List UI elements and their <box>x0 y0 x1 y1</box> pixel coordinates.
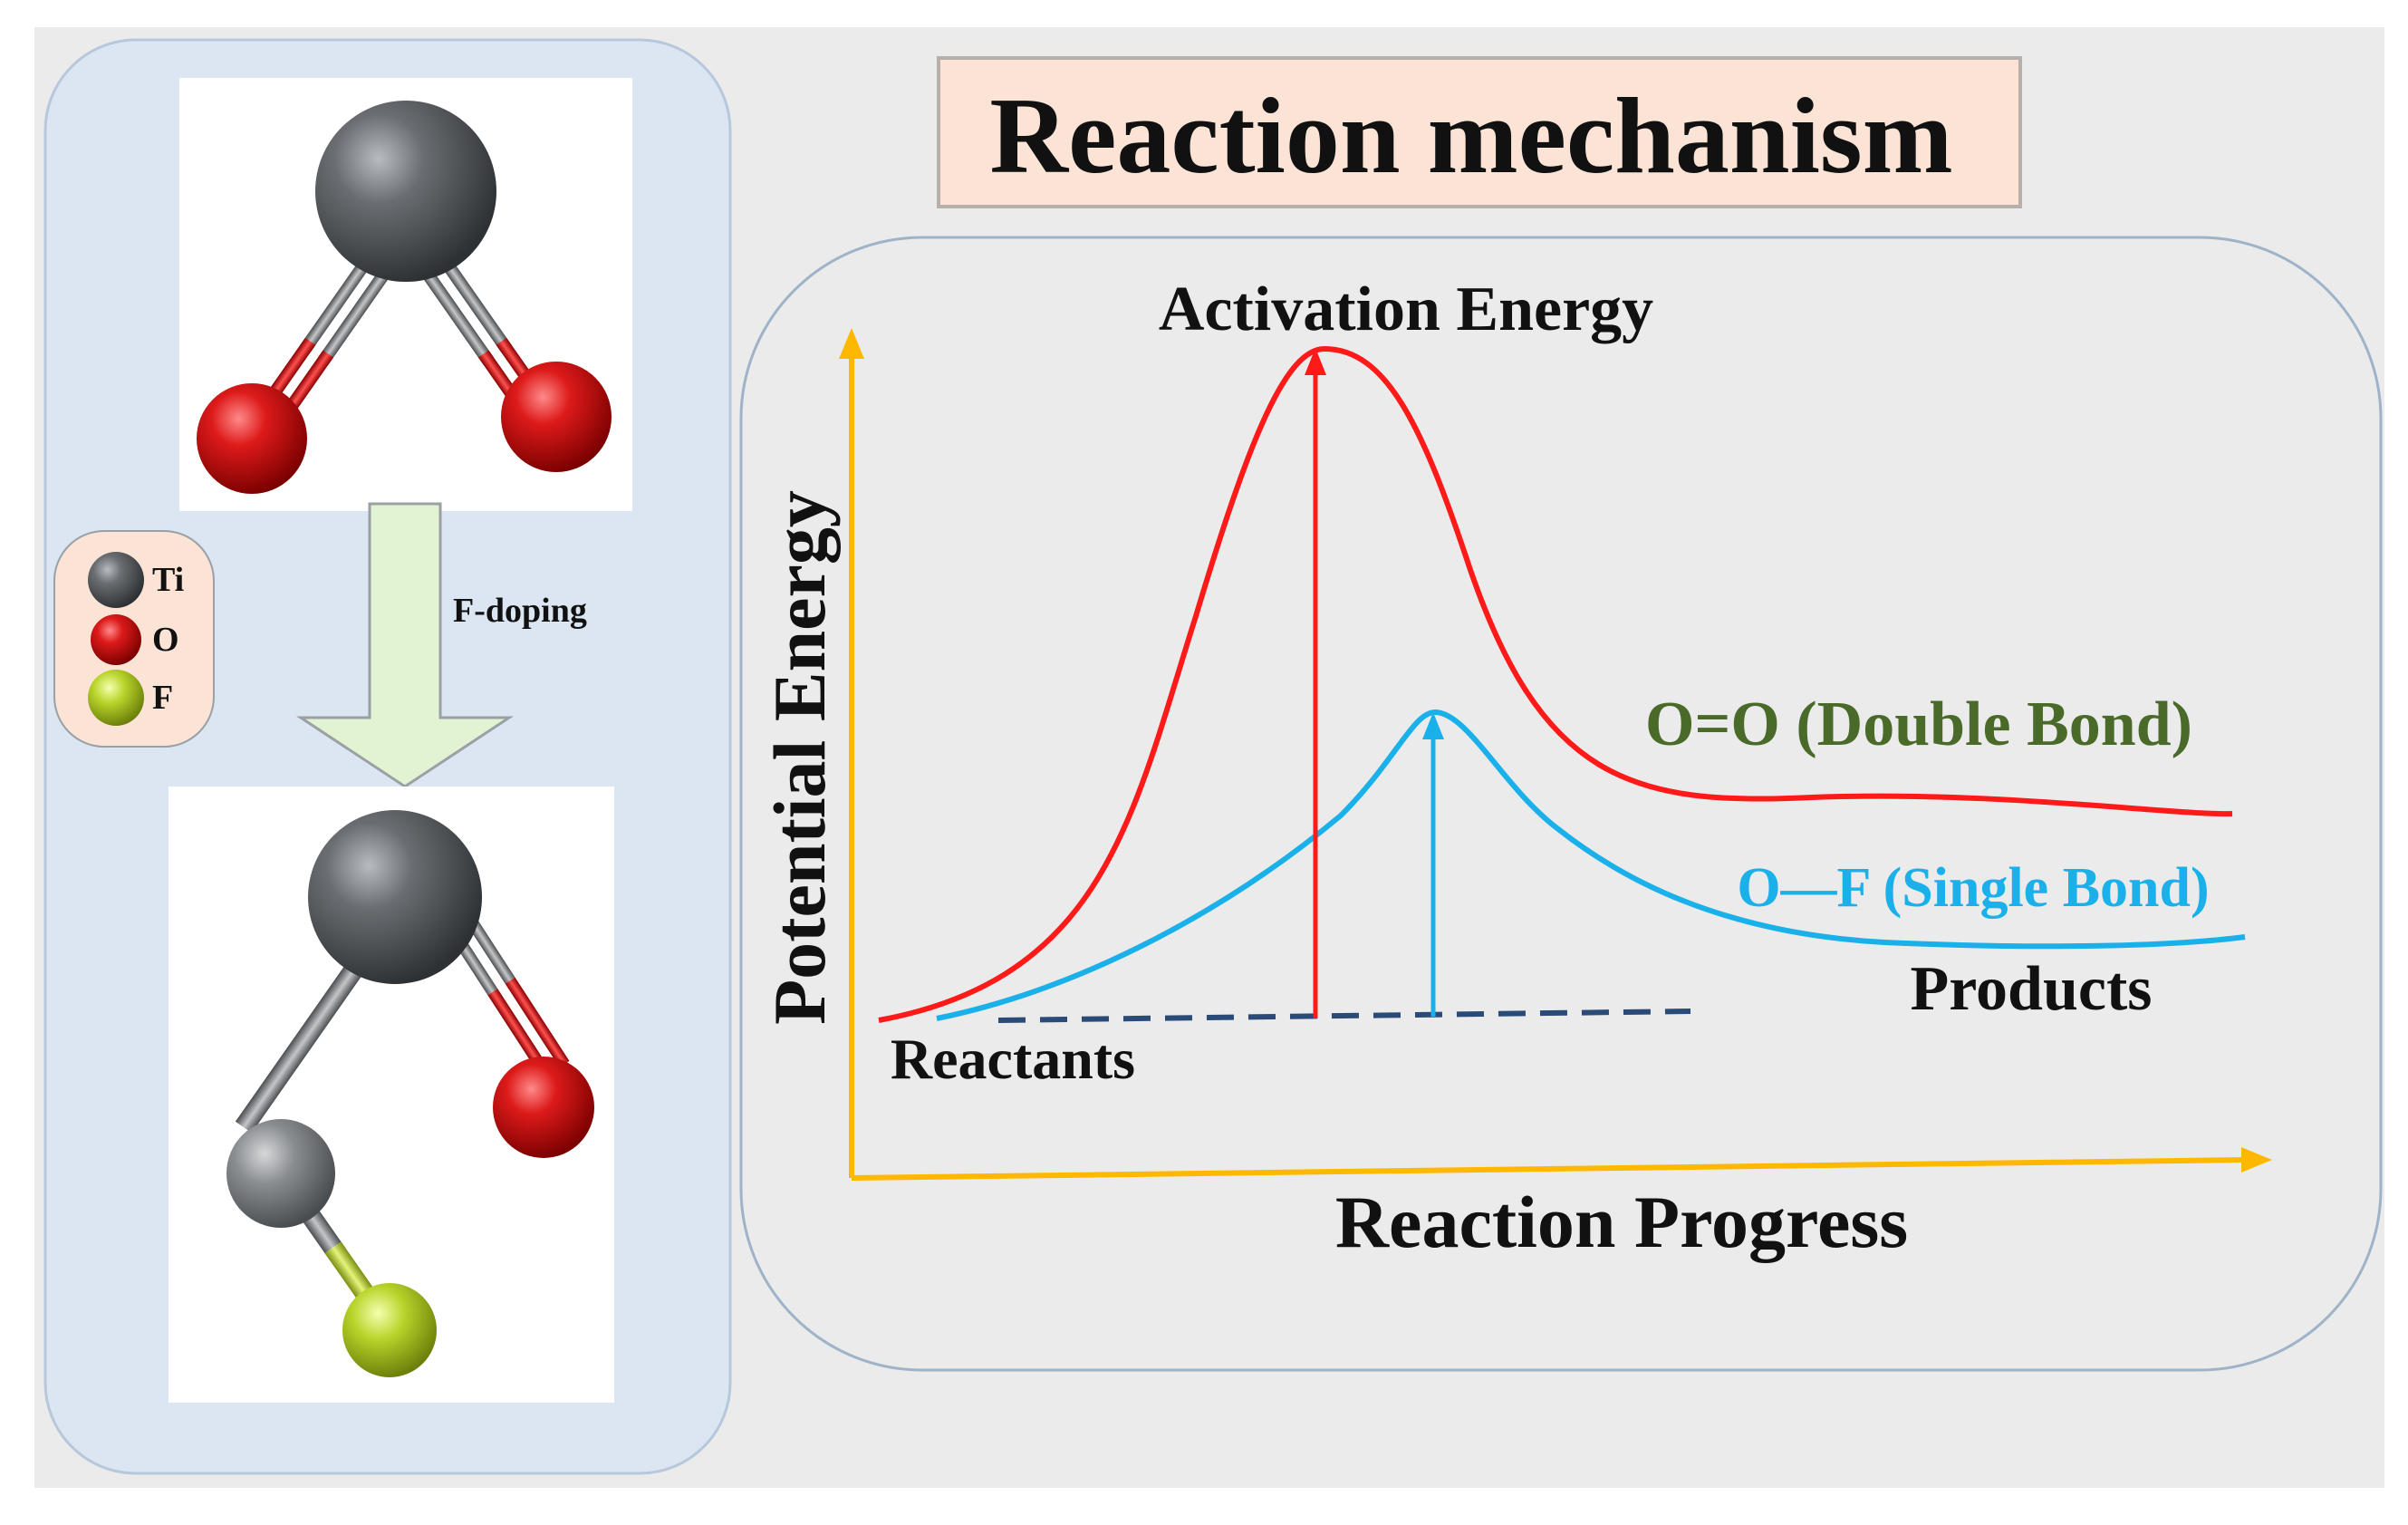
o-atom-left <box>197 383 307 494</box>
single-bond-label: O—F (Single Bond) <box>1737 857 2209 919</box>
o-atom-right <box>501 362 612 472</box>
double-bond-curve <box>878 345 2233 1023</box>
x-axis-arrowhead <box>2241 1147 2272 1173</box>
activation-arrowhead-single <box>1422 712 1444 739</box>
legend-ti-label: Ti <box>152 561 184 599</box>
legend-o-label: O <box>152 621 179 659</box>
double-bond-label: O=O (Double Bond) <box>1645 690 2192 759</box>
x-axis <box>851 1157 2246 1181</box>
f-atom <box>342 1283 437 1377</box>
legend-o-marker <box>91 614 141 665</box>
products-label: Products <box>1910 954 2152 1024</box>
ti-atom-lower <box>226 1119 335 1228</box>
legend-ti-marker <box>88 552 144 608</box>
x-axis-label: Reaction Progress <box>1335 1181 1908 1263</box>
y-axis-arrowhead <box>839 328 864 359</box>
tio2-molecule <box>179 78 632 511</box>
legend-f-label: F <box>152 679 173 717</box>
reactants-label: Reactants <box>891 1027 1135 1091</box>
page-title: Reaction mechanism <box>989 75 1952 196</box>
activation-arrowhead-double <box>1305 348 1326 375</box>
energy-panel <box>739 236 2383 1372</box>
activation-energy-label: Activation Energy <box>1159 275 1653 344</box>
o-atom <box>493 1057 594 1158</box>
atom-legend: Ti O F <box>53 530 215 748</box>
y-axis-label: Potential Energy <box>758 490 841 1025</box>
title-box <box>937 56 2022 208</box>
doping-arrow <box>296 502 514 788</box>
ti-atom-upper <box>308 810 482 984</box>
single-bond-curve <box>936 709 2246 1021</box>
legend-f-marker <box>88 670 144 726</box>
ti-atom <box>315 101 496 282</box>
axes <box>839 328 2272 1181</box>
reactant-baseline <box>997 1009 1691 1023</box>
f-doped-molecule <box>169 787 614 1403</box>
doping-label: F-doping <box>453 592 587 630</box>
